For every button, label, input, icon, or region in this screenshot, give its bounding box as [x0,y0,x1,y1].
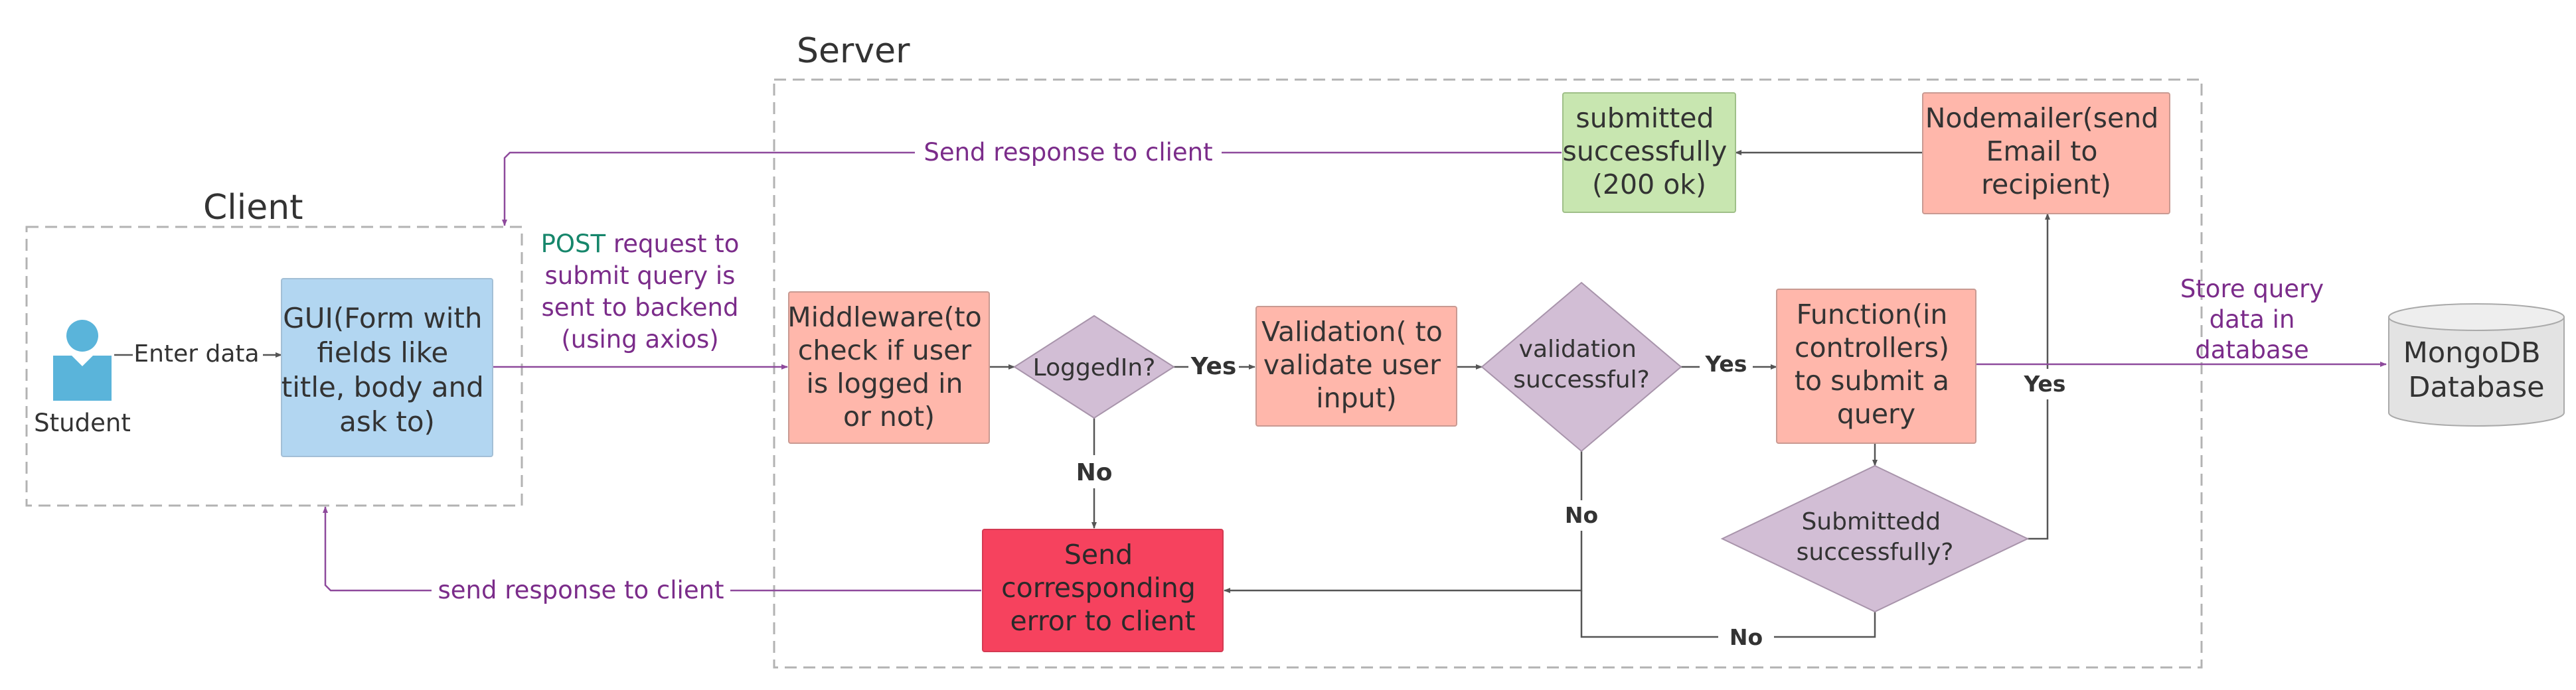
svg-text:Nodemailer(send Email to: Nodemailer(send Email to recipient) [1925,102,2168,200]
validation-ok-line-2: successful? [1513,366,1649,393]
edge-validation-no [1224,451,1583,593]
node-middleware: Middleware(to check if user is logged in… [787,291,990,444]
svg-text:Function(in controllers): Function(in controllers) to submit a que… [1795,299,1958,430]
send-error-line-3: error to client [1010,605,1195,637]
svg-text:Submittedd successfully?: Submittedd successfully? [1797,508,1954,566]
validation-line-3: input) [1316,382,1396,414]
submitted-ok-line-2: successfully? [1797,539,1954,566]
function-line-1: Function(in [1797,299,1948,330]
label-enter-data: Enter data [133,340,259,368]
node-validation: Validation( to validate user input) [1255,306,1457,427]
validation-ok-line-1: validation [1519,336,1637,363]
edge-submitted-yes [2028,213,2050,540]
submitted-line-2: successfully [1563,135,1728,167]
label-loggedin-no: No [1076,459,1113,486]
student-label: Student [34,409,131,437]
gui-line-2: fields like [317,336,448,369]
validation-line-2: validate user [1263,349,1441,381]
label-post-line-4: (using axios) [561,325,718,354]
middleware-line-2: check if user [798,334,971,366]
label-validation-yes: Yes [1705,351,1747,377]
svg-text:validation successful?: validation successful? [1513,336,1649,393]
mongodb-line-2: Database [2408,371,2544,404]
label-store-query-3: database [2195,336,2309,364]
function-line-3: to submit a [1795,365,1949,397]
middleware-line-3: is logged in [806,368,963,399]
validation-line-1: Validation( to [1261,316,1443,348]
label-post-line1-rest: request to [605,230,739,258]
label-loggedin-yes: Yes [1190,353,1237,380]
label-post-keyword: POST [541,230,606,258]
middleware-line-1: Middleware(to [787,301,981,333]
server-group-title: Server [797,31,910,71]
label-store-query-2: data in [2210,305,2295,334]
label-submitted-no: No [1730,624,1763,650]
send-error-line-2: corresponding [1001,572,1196,604]
label-send-response-top: Send response to client [924,138,1212,167]
node-gui: GUI(Form with fields like title, body an… [281,278,493,457]
submitted-line-1: submitted [1575,102,1714,134]
nodemailer-line-2: Email to [1986,135,2098,167]
logged-in-label: LoggedIn? [1033,354,1156,381]
svg-text:Send corresponding: Send corresponding error to client [1001,539,1204,637]
label-post-request: POST request to [541,230,740,258]
send-error-line-1: Send [1064,539,1133,571]
gui-line-1: GUI(Form with [283,302,482,334]
label-post-line-2: submit query is [545,261,736,290]
svg-text:GUI(Form with fields lik: GUI(Form with fields like title, body an… [282,302,493,438]
nodemailer-line-3: recipient) [1981,169,2111,200]
client-group-title: Client [203,188,303,228]
gui-line-3: title, body and [282,371,484,403]
node-send-error: Send corresponding error to client [982,529,1224,652]
server-group: Server [773,31,2203,669]
label-submitted-yes: Yes [2024,371,2066,397]
middleware-line-4: or not) [843,401,935,433]
svg-text:submitted successfully: submitted successfully (200 ok) [1563,102,1736,200]
node-logged-in: LoggedIn? [1013,314,1175,419]
function-line-2: controllers) [1795,332,1949,364]
function-line-4: query [1837,398,1915,430]
student-actor: Student [34,320,131,437]
node-submitted-successfully-check: Submittedd successfully? [1720,464,2030,613]
label-post-line-3: sent to backend [542,293,739,322]
submitted-ok-line-1: Submittedd [1801,508,1941,535]
svg-text:MongoDB Database: MongoDB Database [2403,336,2550,404]
node-nodemailer: Nodemailer(send Email to recipient) [1922,92,2170,214]
label-store-query-1: Store query [2180,275,2324,303]
svg-text:Validation( to validate: Validation( to validate user input) [1261,316,1451,414]
submitted-line-3: (200 ok) [1592,169,1706,200]
node-validation-successful: validation successful? [1481,281,1682,452]
database-icon [2388,317,2565,427]
person-icon [53,320,112,401]
gui-line-4: ask to) [339,405,435,438]
node-function: Function(in controllers) to submit a que… [1776,289,1976,444]
node-submitted-200: submitted successfully (200 ok) [1562,92,1736,213]
node-mongodb: MongoDB Database [2388,303,2565,427]
mongodb-line-1: MongoDB [2403,336,2541,370]
nodemailer-line-1: Nodemailer(send [1925,102,2159,134]
label-validation-no: No [1565,502,1598,528]
svg-text:Middleware(to check if u: Middleware(to check if user is logged in… [787,301,990,433]
label-send-response-bottom: send response to client [438,576,724,604]
